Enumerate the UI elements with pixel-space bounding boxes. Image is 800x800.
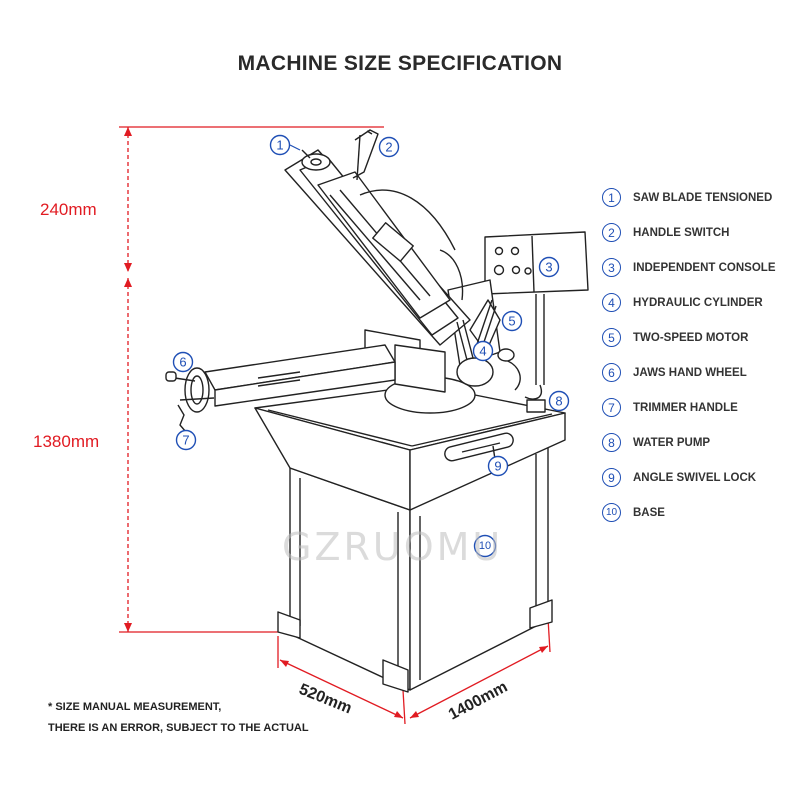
legend-label: SAW BLADE TENSIONED (633, 191, 773, 204)
callout-2: 2 (378, 136, 400, 158)
legend-item: 10 BASE (602, 495, 800, 530)
legend-number: 3 (602, 258, 621, 277)
legend-number: 7 (602, 398, 621, 417)
legend-number: 9 (602, 468, 621, 487)
svg-text:4: 4 (479, 344, 486, 359)
note-line-2: THERE IS AN ERROR, SUBJECT TO THE ACTUAL (48, 722, 309, 734)
dim-1380-label: 1380mm (33, 432, 99, 451)
saw-arm (284, 129, 474, 361)
legend-number: 10 (602, 503, 621, 522)
legend-item: 1 SAW BLADE TENSIONED (602, 180, 800, 215)
legend-item: 6 JAWS HAND WHEEL (602, 355, 800, 390)
callout-10: 10 (473, 534, 497, 558)
motor-assembly (447, 279, 521, 391)
legend-item: 5 TWO-SPEED MOTOR (602, 320, 800, 355)
svg-text:7: 7 (182, 433, 189, 448)
legend-label: TWO-SPEED MOTOR (633, 331, 749, 344)
dimension-lines (119, 126, 551, 725)
legend-item: 8 WATER PUMP (602, 425, 800, 460)
callout-8: 8 (548, 390, 570, 412)
legend-number: 2 (602, 223, 621, 242)
watermark: GZRUOMU (282, 525, 504, 569)
legend-number: 6 (602, 363, 621, 382)
svg-text:1: 1 (276, 138, 283, 153)
callout-1: 1 (269, 134, 301, 156)
legend-label: TRIMMER HANDLE (633, 401, 738, 414)
legend-item: 4 HYDRAULIC CYLINDER (602, 285, 800, 320)
svg-text:6: 6 (179, 355, 186, 370)
svg-text:3: 3 (545, 260, 552, 275)
note-line-1: * SIZE MANUAL MEASUREMENT, (48, 701, 222, 713)
legend-item: 2 HANDLE SWITCH (602, 215, 800, 250)
machine-drawing (165, 129, 589, 693)
svg-text:2: 2 (385, 140, 392, 155)
legend-label: HYDRAULIC CYLINDER (633, 296, 763, 309)
legend-label: ANGLE SWIVEL LOCK (633, 471, 757, 484)
legend-number: 1 (602, 188, 621, 207)
svg-text:8: 8 (555, 394, 562, 409)
legend-label: JAWS HAND WHEEL (633, 366, 747, 379)
svg-text:9: 9 (494, 459, 501, 474)
legend-number: 8 (602, 433, 621, 452)
legend-label: INDEPENDENT CONSOLE (633, 261, 776, 274)
svg-text:5: 5 (508, 314, 515, 329)
legend-number: 5 (602, 328, 621, 347)
legend-item: 7 TRIMMER HANDLE (602, 390, 800, 425)
callout-5: 5 (501, 310, 523, 332)
base-cabinet (277, 441, 553, 693)
callout-6: 6 (172, 351, 194, 373)
vise-assembly (165, 329, 476, 433)
svg-text:10: 10 (479, 540, 491, 552)
legend-item: 3 INDEPENDENT CONSOLE (602, 250, 800, 285)
legend: 1 SAW BLADE TENSIONED 2 HANDLE SWITCH 3 … (602, 180, 800, 530)
dim-1400-label: 1400mm (446, 678, 511, 723)
callouts: 1 2 3 4 5 6 7 8 (172, 134, 570, 558)
page-title: MACHINE SIZE SPECIFICATION (237, 52, 563, 75)
console-box (484, 231, 589, 400)
callout-3: 3 (538, 256, 560, 278)
callout-4: 4 (472, 340, 494, 362)
callout-7: 7 (175, 429, 197, 451)
legend-label: WATER PUMP (633, 436, 711, 449)
legend-label: HANDLE SWITCH (633, 226, 730, 239)
legend-number: 4 (602, 293, 621, 312)
legend-label: BASE (633, 506, 665, 519)
callout-9: 9 (487, 455, 509, 477)
measurement-note: * SIZE MANUAL MEASUREMENT, THERE IS AN E… (48, 697, 309, 739)
work-table (254, 384, 566, 511)
dim-240-label: 240mm (40, 200, 97, 219)
legend-item: 9 ANGLE SWIVEL LOCK (602, 460, 800, 495)
